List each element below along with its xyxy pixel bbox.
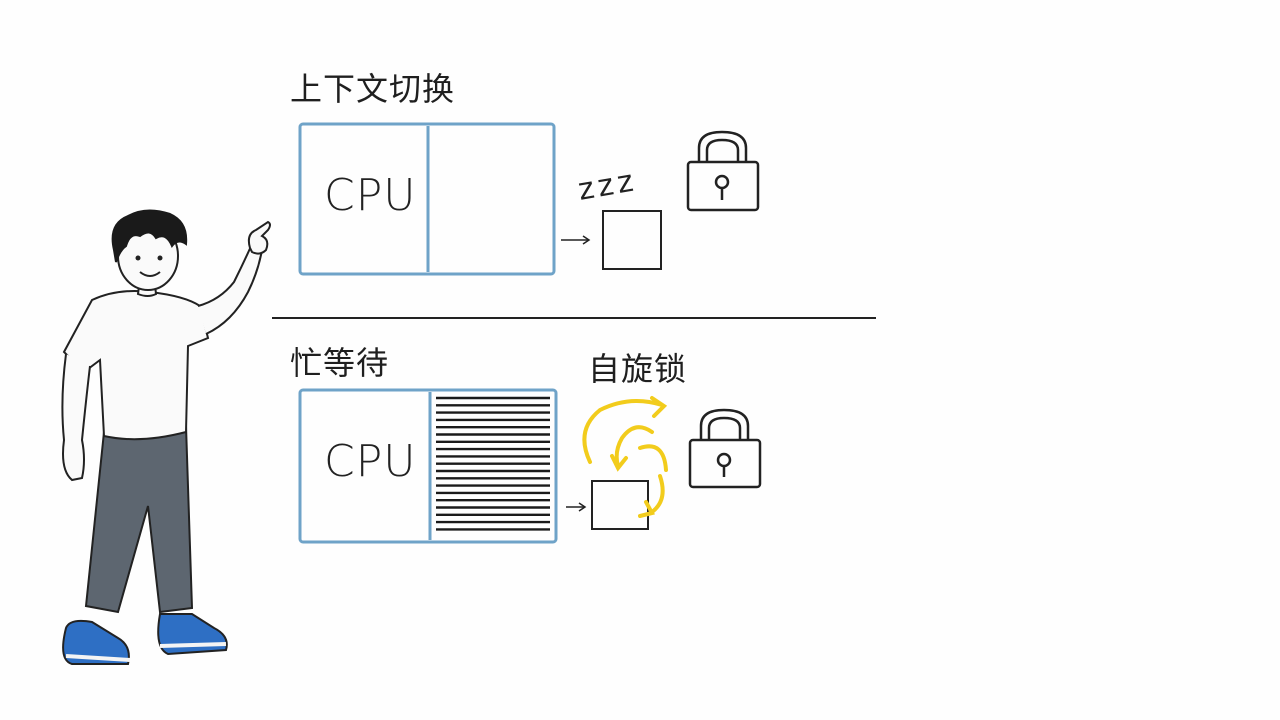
lock-icon <box>688 408 762 489</box>
cpu-box-bottom <box>298 388 558 544</box>
sleep-icon: zzz <box>575 163 639 208</box>
character-hand <box>247 220 271 255</box>
character-shoe-right <box>157 613 228 656</box>
cpu-label-bottom: CPU <box>324 436 417 487</box>
character-pants <box>84 424 194 614</box>
arrow-right-icon <box>561 235 591 245</box>
lock-icon <box>686 130 760 212</box>
context-switch-section <box>298 122 760 276</box>
busy-hatch-lines <box>436 396 550 531</box>
cpu-box-top <box>298 122 556 276</box>
character-arm-left <box>61 353 91 482</box>
character-arm-right <box>197 242 264 335</box>
busy-wait-section <box>298 388 762 544</box>
spinning-task-box <box>591 480 649 530</box>
sleep-text: zzz <box>575 163 640 208</box>
spin-arrows-icon <box>582 396 668 518</box>
busy-wait-title: 忙等待 <box>290 344 390 382</box>
spinlock-title: 自旋锁 <box>588 350 688 388</box>
arrow-right-icon <box>566 502 587 512</box>
character-shoe-left <box>62 619 130 665</box>
context-switch-title: 上下文切换 <box>290 70 456 108</box>
character-illustration <box>61 209 271 665</box>
cpu-label-top: CPU <box>324 170 417 221</box>
waiting-task-box <box>602 210 662 270</box>
character-hair <box>111 209 188 263</box>
